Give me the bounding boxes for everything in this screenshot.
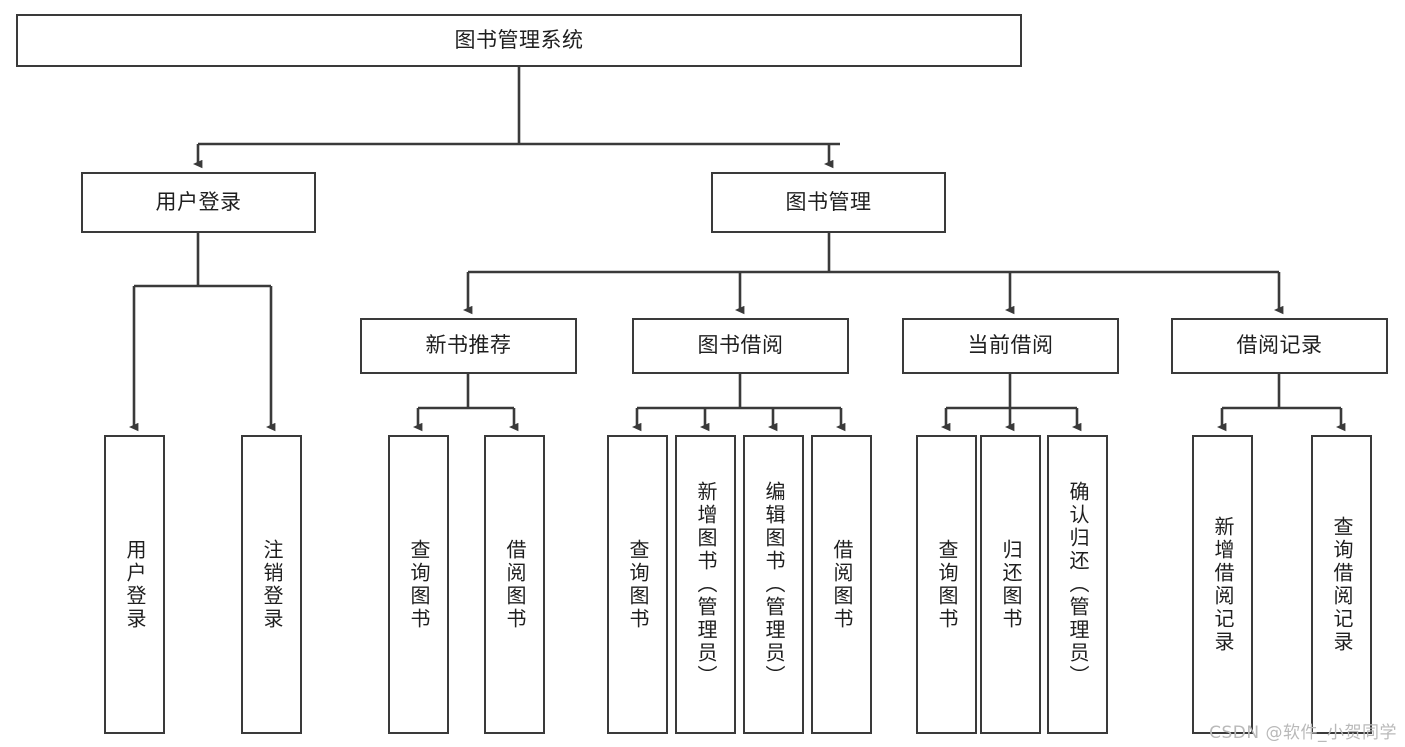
leaf-borrow-add-book-admin[interactable]: 新增图书（管理员） [675,435,736,734]
node-label: 归还图书 [999,538,1023,631]
node-root-system[interactable]: 图书管理系统 [16,14,1022,67]
leaf-user-logout[interactable]: 注销登录 [241,435,302,734]
node-label: 新增借阅记录 [1211,515,1235,654]
node-book-management[interactable]: 图书管理 [711,172,946,233]
leaf-borrow-edit-book-admin[interactable]: 编辑图书（管理员） [743,435,804,734]
leaf-record-query-borrow-record[interactable]: 查询借阅记录 [1311,435,1372,734]
node-label: 确认归还（管理员） [1066,481,1090,688]
node-label: 查询图书 [935,538,959,631]
node-label: 查询图书 [626,538,650,631]
leaf-borrow-borrow-book[interactable]: 借阅图书 [811,435,872,734]
node-label: 新增图书（管理员） [694,481,718,688]
node-label: 注销登录 [260,538,284,631]
node-borrow-record[interactable]: 借阅记录 [1171,318,1388,374]
leaf-record-add-borrow-record[interactable]: 新增借阅记录 [1192,435,1253,734]
node-label: 用户登录 [155,189,242,214]
leaf-current-confirm-return-admin[interactable]: 确认归还（管理员） [1047,435,1108,734]
node-label: 查询借阅记录 [1330,515,1354,654]
node-label: 图书借阅 [697,333,784,358]
node-book-borrow[interactable]: 图书借阅 [632,318,849,374]
node-current-borrow[interactable]: 当前借阅 [902,318,1119,374]
node-label: 编辑图书（管理员） [762,481,786,688]
leaf-user-login[interactable]: 用户登录 [104,435,165,734]
node-label: 借阅记录 [1236,333,1323,358]
node-label: 新书推荐 [425,333,512,358]
node-label: 借阅图书 [503,538,527,631]
leaf-borrow-query-book[interactable]: 查询图书 [607,435,668,734]
leaf-recommend-borrow-book[interactable]: 借阅图书 [484,435,545,734]
leaf-recommend-query-book[interactable]: 查询图书 [388,435,449,734]
node-label: 查询图书 [407,538,431,631]
node-new-book-recommend[interactable]: 新书推荐 [360,318,577,374]
node-label: 当前借阅 [967,333,1054,358]
node-user-login[interactable]: 用户登录 [81,172,316,233]
node-label: 图书管理系统 [454,27,584,52]
leaf-current-query-book[interactable]: 查询图书 [916,435,977,734]
node-label: 图书管理 [785,189,872,214]
watermark: CSDN @软件_小贺同学 [1209,723,1397,743]
node-label: 用户登录 [123,538,147,631]
leaf-current-return-book[interactable]: 归还图书 [980,435,1041,734]
node-label: 借阅图书 [830,538,854,631]
